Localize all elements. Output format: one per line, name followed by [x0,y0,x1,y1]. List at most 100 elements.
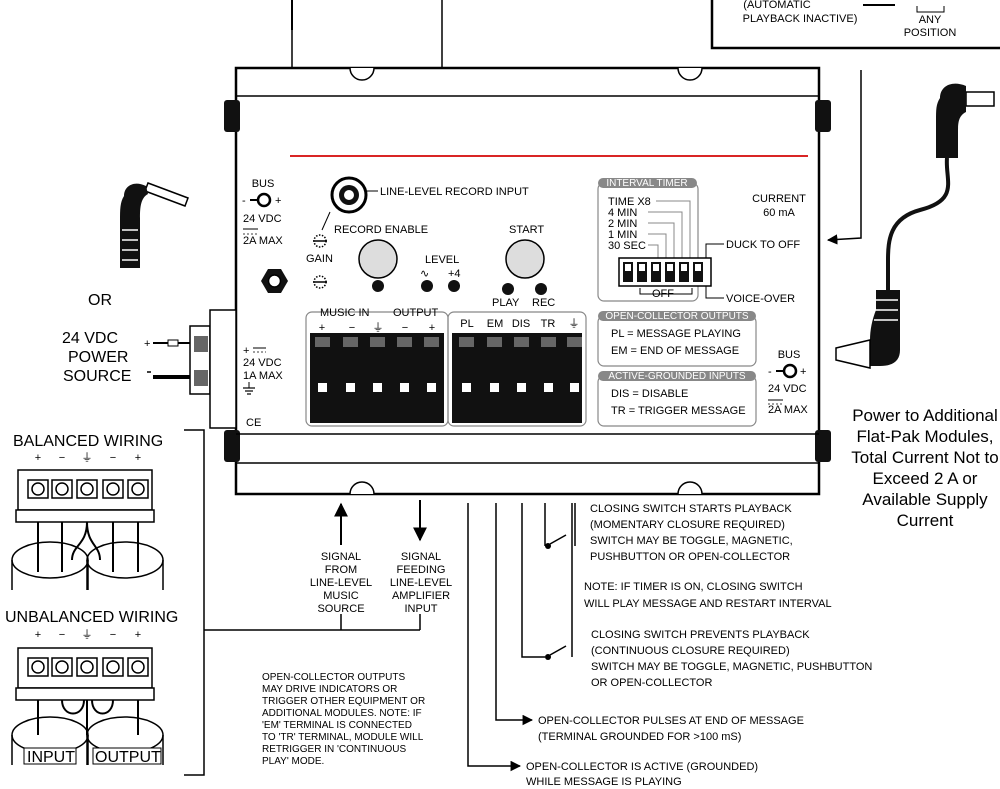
terminal-screw-icon[interactable] [459,337,474,347]
terminal-screw-icon[interactable] [370,337,385,347]
gain-controls: LINE-LEVEL RECORD INPUT GAIN RECORD ENAB… [306,176,555,309]
notes: CLOSING SWITCH STARTS PLAYBACK (MOMENTAR… [262,503,872,788]
record-enable-label: RECORD ENABLE [334,224,428,236]
drive-note-4: 'EM' TERMINAL IS CONNECTED [262,720,412,731]
oc-outputs-box: OPEN-COLLECTOR OUTPUTS PL = MESSAGE PLAY… [597,311,757,367]
or-label: OR [88,292,112,309]
power-terminal-voltage: 24 VDC [243,357,282,369]
bus-left-minus: - [242,195,246,207]
prevent-note-1: (CONTINUOUS CLOSURE REQUIRED) [591,645,790,657]
timer-note-0: NOTE: IF TIMER IS ON, CLOSING SWITCH [584,581,803,593]
term-sign-4: + [429,322,435,334]
bal-sign-2: ⏚ [82,451,93,464]
hex-nut-icon [261,269,288,293]
power-plus-sign: + [243,345,249,357]
signal-from-0: SIGNAL [321,551,361,563]
terminal-screw-icon[interactable] [567,337,582,347]
sine-icon: ∿ [420,268,429,280]
prevent-note-3: OR OPEN-COLLECTOR [591,677,712,689]
bus-left-jack-icon[interactable] [256,192,272,208]
signal-feed-3: AMPLIFIER [392,590,450,602]
signal-feed-4: INPUT [405,603,438,615]
control-terminal-block: PL EM DIS TR ⏚ [447,311,587,427]
ag-dis-label: DIS = DISABLE [611,388,688,400]
start-label: START [509,224,544,236]
interval-timer: INTERVAL TIMER TIME X8 4 MIN 2 MIN 1 MIN… [597,178,800,305]
unbalanced-wiring: UNBALANCED WIRING + − ⏚ − + INPUT OUTPUT [5,609,178,766]
signal-feed-1: FEEDING [397,564,446,576]
bus-left-plus: + [275,195,281,207]
timer-opt-3: 1 MIN [608,229,637,241]
term-sign-3: − [402,322,408,334]
timer-note-1: WILL PLAY MESSAGE AND RESTART INTERVAL [584,598,832,610]
terminal-screw-icon[interactable] [424,337,439,347]
signal-from-2: LINE-LEVEL [310,577,372,589]
signal-from-1: FROM [325,564,357,576]
signal-arrows: SIGNAL FROM LINE-LEVEL MUSIC SOURCE SIGN… [310,500,452,631]
ag-tr-label: TR = TRIGGER MESSAGE [611,405,746,417]
timer-opt-1: 4 MIN [608,207,637,219]
drive-note-7: PLAY' MODE. [262,756,324,767]
terminal-screw-icon[interactable] [343,337,358,347]
unbal-sign-4: + [135,629,141,641]
unbal-sign-2: ⏚ [82,628,93,641]
oc-em-label: EM = END OF MESSAGE [611,345,739,357]
drive-note-1: MAY DRIVE INDICATORS OR [262,684,397,695]
power-add-line2: Total Current Not to [851,448,998,467]
start-note-1: (MOMENTARY CLOSURE REQUIRED) [590,519,785,531]
record-enable-button[interactable] [358,239,398,279]
oc-outputs-title: OPEN-COLLECTOR OUTPUTS [605,311,748,322]
current-value: 60 mA [763,207,795,219]
power-source-line2: POWER [68,349,128,366]
ag-inputs-title: ACTIVE-GROUNDED INPUTS [608,371,746,382]
unbal-sign-1: − [59,629,65,641]
unbal-sign-3: − [110,629,116,641]
terminal-screw-icon[interactable] [397,337,412,347]
output-label: OUTPUT [393,307,439,319]
start-button[interactable] [505,239,545,279]
power-additional-text: Power to Additional Flat-Pak Modules, To… [851,406,998,530]
bus-right-minus: - [768,366,772,378]
signal-from-4: SOURCE [317,603,364,615]
power-terminal: + 24 VDC 1A MAX CE [189,309,283,429]
bal-sign-3: − [110,452,116,464]
drive-note-2: TRIGGER OTHER EQUIPMENT OR [262,696,425,707]
power-add-line3: Exceed 2 A or [873,469,978,488]
bus-left-max: 2A MAX [243,235,283,247]
bus-right-label: BUS [778,349,801,361]
pulses-note-0: OPEN-COLLECTOR PULSES AT END OF MESSAGE [538,715,804,727]
terminal-screw-icon[interactable] [541,337,556,347]
terminal-screw-icon[interactable] [315,337,330,347]
prevent-note-2: SWITCH MAY BE TOGGLE, MAGNETIC, PUSHBUTT… [591,661,872,673]
timer-opt-0: TIME X8 [608,196,651,208]
start-note-0: CLOSING SWITCH STARTS PLAYBACK [590,503,792,515]
bus-right-jack-icon[interactable] [782,363,798,379]
bus-right-voltage: 24 VDC [768,383,807,395]
output-wiring-label: OUTPUT [95,749,161,766]
top-switch-box: (AUTOMATIC PLAYBACK INACTIVE) ANY POSITI… [710,0,1000,50]
terminal-screw-icon[interactable] [514,337,529,347]
music-terminal-block: MUSIC IN OUTPUT + − ⏚ − + [305,307,449,427]
level-plus-label: +4 [448,268,461,280]
terminal-screw-icon[interactable] [487,337,502,347]
term-ctrl-4: ⏚ [569,317,580,330]
gain-label: GAIN [306,253,333,265]
power-screw-plus-icon[interactable] [194,336,208,352]
drive-note-6: RETRIGGER IN 'CONTINUOUS [262,744,406,755]
control-wiring [467,503,576,772]
input-label: INPUT [27,749,75,766]
power-screw-minus-icon[interactable] [194,370,208,386]
position-label: POSITION [904,27,957,39]
bus-right-max: 2A MAX [768,404,808,416]
voice-over-label: VOICE-OVER [726,293,795,305]
interval-timer-title: INTERVAL TIMER [606,178,687,189]
bal-sign-1: − [59,452,65,464]
bus-left: BUS - + 24 VDC 2A MAX [242,178,283,247]
term-ctrl-0: PL [460,318,473,330]
level-led-b-icon [448,280,460,292]
drive-note-5: TO 'TR' TERMINAL, MODULE WILL [262,732,424,743]
balanced-wiring-title: BALANCED WIRING [13,433,163,450]
dc-plug-right-icon [835,83,995,369]
dip-switch-icon[interactable] [618,257,712,287]
